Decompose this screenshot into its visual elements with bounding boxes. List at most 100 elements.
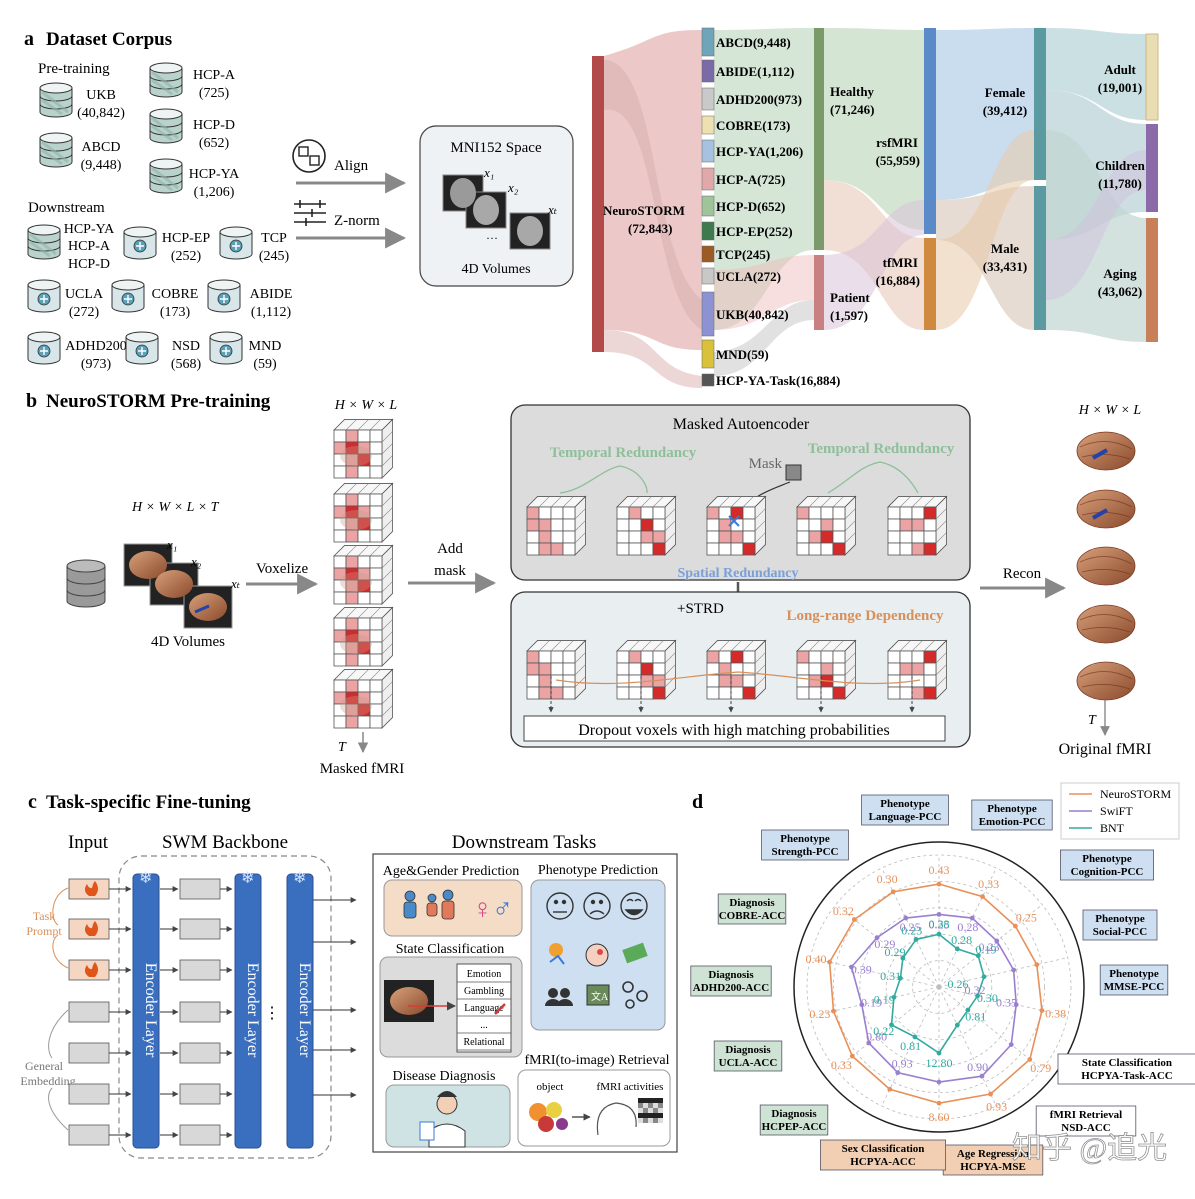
radar-axis-label: Phenotype xyxy=(880,798,930,810)
radar-point xyxy=(954,1022,960,1028)
mni-xt: xₜ xyxy=(547,202,558,217)
radar-axis-label-box xyxy=(861,794,949,826)
radar-point xyxy=(936,1079,942,1085)
fmri-activity-cell xyxy=(638,1118,643,1123)
radar-value-label: 0.81 xyxy=(965,1009,986,1023)
fire-icon xyxy=(84,921,98,936)
radar-grid-ring xyxy=(912,960,966,1014)
radar-axis-label-box xyxy=(717,893,787,925)
mae-voxel-cubes xyxy=(526,495,948,556)
sankey-dataset-node xyxy=(701,291,715,337)
radar-spoke xyxy=(881,986,940,1107)
backbone-frame xyxy=(118,855,332,1159)
downstream-name: HCP-EP xyxy=(162,231,210,246)
downstream-name: ADHD200 xyxy=(65,339,126,354)
panel-a: a Dataset Corpus Pre-training Downstream… xyxy=(24,28,574,372)
radar-point xyxy=(889,1022,894,1028)
downstream-cylinder-icon xyxy=(27,331,61,365)
encoder-layer xyxy=(132,873,160,1149)
radar-value-label: 0.23 xyxy=(809,1007,830,1021)
sankey-dataset-node xyxy=(701,221,715,241)
radar-value-label: 0.35 xyxy=(996,995,1017,1009)
fmri-activity-cell xyxy=(643,1113,648,1118)
sankey-adult-node xyxy=(1145,33,1159,121)
panel-d: d 0.430.330.250.380.790.938.600.330.230.… xyxy=(690,782,1195,1176)
rsfmri-name: rsfMRI xyxy=(876,135,918,150)
radar-value-label: 0.93 xyxy=(986,1100,1007,1114)
radar-value-label: 0.19 xyxy=(874,993,895,1007)
snowflake-icon: ❄ xyxy=(293,870,306,887)
downstream-name: ABIDE xyxy=(250,287,293,302)
reconstructed-brain-icon xyxy=(1076,604,1136,644)
healthy-count: (71,246) xyxy=(830,102,874,117)
fmri-activity-cell xyxy=(648,1098,653,1103)
swm-token-rows xyxy=(68,878,357,1146)
input-label: Input xyxy=(68,832,109,853)
radar-point xyxy=(1012,923,1018,929)
downstream-group-name: HCP-YA xyxy=(64,222,115,237)
sankey-dataset-label: COBRE(173) xyxy=(716,118,790,133)
strd-voxel-cube xyxy=(526,639,587,700)
radar-point xyxy=(969,915,975,921)
radar-point xyxy=(912,1034,918,1040)
radar-legend xyxy=(1060,782,1180,840)
patient-count: (1,597) xyxy=(830,308,868,323)
fmri-activity-cell xyxy=(653,1113,658,1118)
pretraining-name: HCP-D xyxy=(193,118,235,133)
sankey-aging-node xyxy=(1146,218,1158,342)
radar-axis-label-box xyxy=(1082,909,1158,941)
radar-point xyxy=(1034,962,1040,968)
reconstructed-brain-icon xyxy=(1076,661,1136,701)
original-fmri-label: Original fMRI xyxy=(1059,741,1152,758)
radar-value-label: 0.25 xyxy=(900,920,921,934)
radar-value-label: 0.80 xyxy=(866,1030,887,1044)
encoder-layers: ❄Encoder Layer❄Encoder Layer❄Encoder Lay… xyxy=(132,870,314,1149)
encoder-ellipsis: ⋮ xyxy=(264,1005,280,1022)
downstream-count: (59) xyxy=(253,357,277,372)
adult-count: (19,001) xyxy=(1098,80,1142,95)
sankey-tfmri-node xyxy=(924,238,936,330)
strd-label: +STRD xyxy=(677,601,724,617)
embedding-token xyxy=(68,1042,110,1064)
pretraining-count: (1,206) xyxy=(194,185,235,200)
mask-cube-icon xyxy=(785,464,802,481)
sankey-dataset-node xyxy=(701,267,715,285)
sankey-dataset-label: ADHD200(973) xyxy=(716,92,802,107)
radar-point xyxy=(975,993,981,999)
state-row-label: Relational xyxy=(463,1037,504,1048)
radar-spoke xyxy=(881,867,940,988)
radar-axis-label: Phenotype xyxy=(1109,968,1159,980)
sankey-dataset-label: MND(59) xyxy=(716,347,769,362)
pretraining-label: Pre-training xyxy=(38,61,110,77)
dataset-list: UKB(40,842)ABCD(9,448)HCP-A(725)HCP-D(65… xyxy=(27,62,293,372)
fmri-activity-cell xyxy=(648,1118,653,1123)
radar-value-label: 0.28 xyxy=(957,920,978,934)
radar-axis-label: Phenotype xyxy=(780,833,830,845)
radar-grid-ring xyxy=(833,881,1046,1094)
masked-fmri-cube xyxy=(333,418,394,479)
pretraining-count: (725) xyxy=(199,86,230,101)
sankey-source-node xyxy=(592,56,604,352)
state-row-label: Emotion xyxy=(467,969,501,980)
downstream-count: (568) xyxy=(171,357,202,372)
radar-value-label: 12.80 xyxy=(926,1056,953,1070)
hidden-token xyxy=(179,1083,221,1105)
fmri-activity-grid xyxy=(638,1098,663,1123)
fmri-activity-cell xyxy=(658,1113,663,1118)
radar-value-label: 0.25 xyxy=(929,917,950,931)
mni-x1: x₁ xyxy=(483,165,494,180)
radar-extra-label: 0.26 xyxy=(948,977,969,991)
disease-diagnosis-label: Disease Diagnosis xyxy=(392,1069,495,1084)
mni-dots: ··· xyxy=(486,231,498,245)
sankey-dataset-node xyxy=(701,115,715,135)
panel-a-title: Dataset Corpus xyxy=(46,29,172,50)
masked-fmri-cube xyxy=(333,544,394,605)
fmri-activity-cell xyxy=(638,1113,643,1118)
hidden-token xyxy=(179,1124,221,1146)
mae-voxel-cube xyxy=(887,495,948,556)
object-label: object xyxy=(537,1081,564,1093)
dropout-box xyxy=(523,715,946,742)
radar-value-label: 0.90 xyxy=(967,1060,988,1074)
tfmri-count: (16,884) xyxy=(876,273,920,288)
